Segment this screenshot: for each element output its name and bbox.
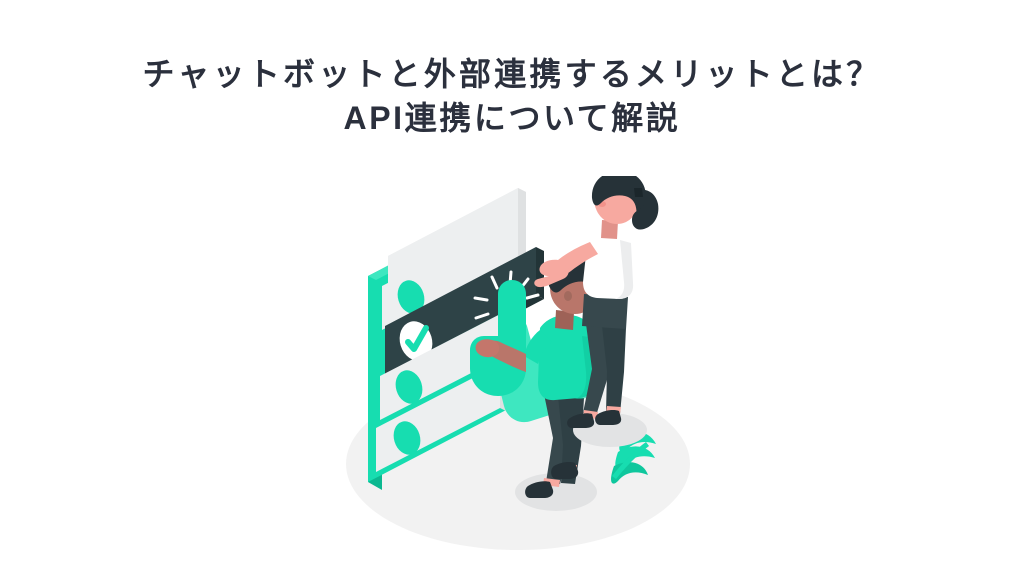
man-shoe-back: [525, 481, 554, 498]
man-neck: [555, 310, 574, 330]
panel-row-2-bullet-icon: [397, 280, 425, 314]
woman-pointing-hand: [534, 259, 569, 288]
illustration-svg: [346, 176, 690, 550]
person-woman: [534, 176, 659, 447]
page-title: チャットボットと外部連携するメリットとは？ API連携について解説: [0, 52, 1024, 140]
man-floor-shadow: [515, 473, 597, 511]
woman-hair: [591, 176, 646, 219]
man-shoe-front: [551, 462, 579, 479]
woman-heel-back: [567, 413, 595, 428]
woman-hair-tie: [634, 188, 643, 197]
list-panel: [368, 188, 544, 490]
woman-top-shade: [615, 240, 634, 299]
checkmark-icon: [405, 325, 429, 352]
panel-row-2[interactable]: [382, 216, 526, 330]
page-title-line-1: チャットボットと外部連携するメリットとは？: [142, 56, 882, 92]
panel-row-2-edge: [518, 216, 526, 264]
page-title-line-2: API連携について解説: [343, 100, 681, 136]
man-sleeve: [524, 330, 552, 364]
woman-front-leg: [602, 326, 626, 414]
hero-illustration: [322, 176, 708, 562]
woman-neck: [601, 220, 618, 239]
panel-row-5-bullet-icon: [393, 421, 421, 455]
woman-hips: [582, 294, 628, 329]
woman-ponytail: [632, 189, 659, 230]
man-hand: [475, 339, 500, 358]
man-ear: [564, 291, 572, 301]
plant-stem: [612, 442, 649, 479]
panel-row-4-bullet-icon: [395, 370, 423, 404]
hand-cursor-index-finger: [498, 280, 526, 348]
woman-heel-front: [595, 410, 622, 425]
